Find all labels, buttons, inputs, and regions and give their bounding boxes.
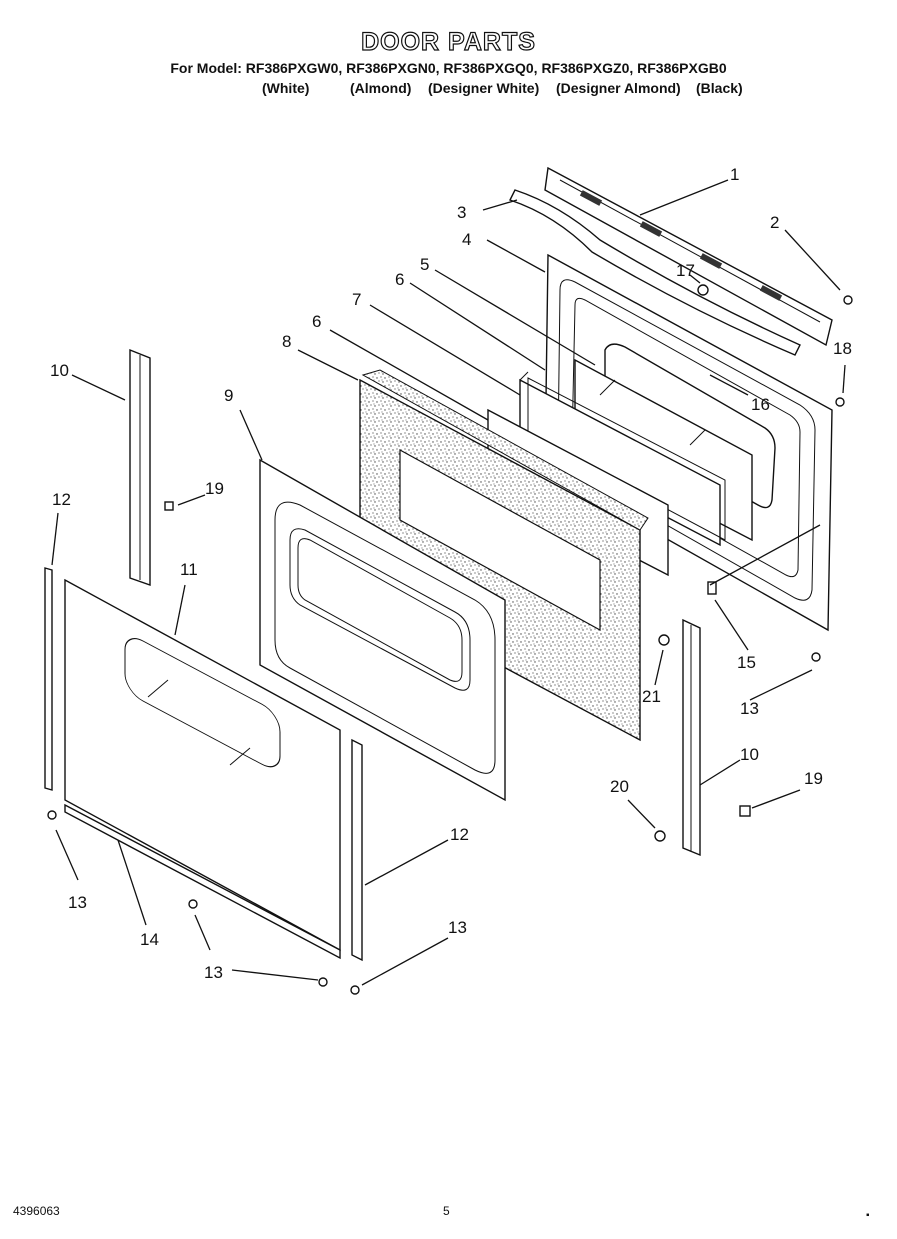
callout-12-right: 12 [450, 825, 469, 844]
side-trim-part-12-right [351, 738, 363, 962]
callout-3: 3 [457, 203, 466, 222]
clip-icon [164, 501, 174, 511]
callout-9: 9 [224, 386, 233, 405]
callout-7: 7 [352, 290, 361, 309]
callout-21: 21 [642, 687, 661, 706]
callout-6b: 6 [312, 312, 321, 331]
color-black: (Black) [696, 80, 743, 96]
bottom-trim-part-14 [64, 803, 341, 960]
curved-trim-part-3 [509, 189, 801, 356]
callout-14: 14 [140, 930, 159, 949]
callout-2: 2 [770, 213, 779, 232]
bracket-icon [707, 581, 717, 595]
callout-19-right: 19 [804, 769, 823, 788]
inner-liner-part-9 [259, 458, 506, 802]
callout-numbers: 1 2 3 4 5 6 7 6 8 17 16 18 9 10 19 12 11… [50, 165, 852, 982]
corner-mark: ▪ [866, 1210, 870, 1221]
leader-lines [51, 179, 846, 986]
callout-6a: 6 [395, 270, 404, 289]
side-trim-part-12-left [44, 567, 53, 791]
callout-15: 15 [737, 653, 756, 672]
glass-pack-part-7 [519, 371, 726, 547]
page-number: 5 [443, 1204, 450, 1218]
callout-1: 1 [730, 165, 739, 184]
callout-13-bottom: 13 [204, 963, 223, 982]
vent-trim-part-1 [544, 166, 833, 347]
page-title: DOOR PARTS [360, 27, 536, 56]
callout-18: 18 [833, 339, 852, 358]
model-list: For Model: RF386PXGW0, RF386PXGN0, RF386… [170, 60, 727, 76]
callout-4: 4 [462, 230, 471, 249]
callout-11: 11 [180, 560, 198, 579]
color-white: (White) [262, 80, 310, 96]
insulation-part-8 [359, 369, 649, 742]
color-designer-white: (Designer White) [428, 80, 540, 96]
callout-19-left: 19 [205, 479, 224, 498]
clip-icon [739, 805, 751, 817]
hinge-channel-part-10-right [682, 618, 701, 857]
color-almond: (Almond) [350, 80, 412, 96]
callout-13-right: 13 [740, 699, 759, 718]
callout-10-left: 10 [50, 361, 69, 380]
callout-13-bottom-right: 13 [448, 918, 467, 937]
document-number: 4396063 [13, 1204, 60, 1218]
callout-16: 16 [751, 395, 770, 414]
callout-17: 17 [676, 261, 695, 280]
callout-10-right: 10 [740, 745, 759, 764]
screw-icon [47, 284, 853, 995]
hinge-channel-part-10-left [129, 348, 151, 586]
callout-13-left: 13 [68, 893, 87, 912]
callout-20: 20 [610, 777, 629, 796]
color-designer-almond: (Designer Almond) [556, 80, 681, 96]
callout-5: 5 [420, 255, 429, 274]
callout-12-left: 12 [52, 490, 71, 509]
callout-8: 8 [282, 332, 291, 351]
